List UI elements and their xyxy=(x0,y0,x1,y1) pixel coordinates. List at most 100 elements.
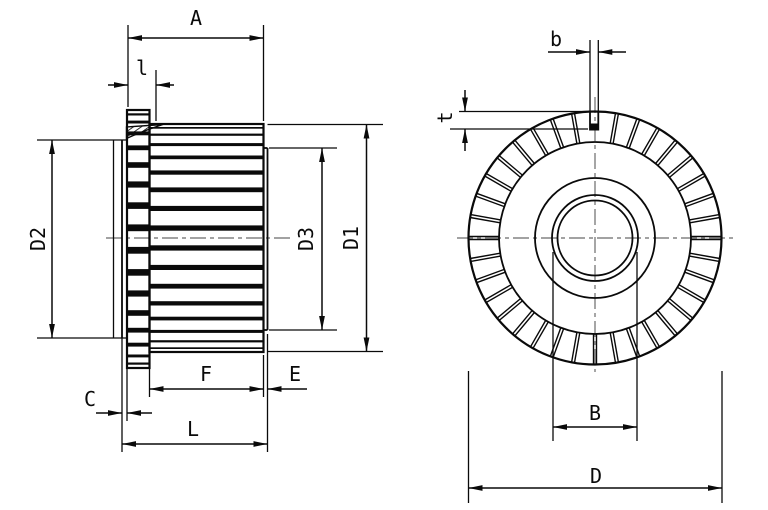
arrowhead xyxy=(127,410,141,416)
slot-line xyxy=(655,139,676,164)
riser-bar xyxy=(127,354,149,358)
arrowhead xyxy=(253,441,268,447)
slot-bottom-marker xyxy=(589,123,599,131)
riser-bar xyxy=(127,113,149,116)
slot-line xyxy=(667,154,692,176)
slot-line xyxy=(476,271,506,284)
segment-body-slots xyxy=(150,127,263,349)
arrowhead xyxy=(49,324,55,338)
segment-slot-bar xyxy=(150,329,263,333)
arrowhead xyxy=(267,386,282,392)
segment-slot-bar xyxy=(150,170,263,175)
dim-label-A: A xyxy=(190,6,202,30)
slot-line xyxy=(511,141,533,166)
slot-line xyxy=(570,332,578,363)
front-view: b t B D xyxy=(433,27,737,503)
slot-line xyxy=(643,128,661,156)
slot-line xyxy=(657,141,679,166)
slot-line xyxy=(529,320,547,348)
slot-line xyxy=(677,286,705,304)
riser-bar xyxy=(127,145,149,151)
outer-diameter-circle xyxy=(467,110,723,366)
arrowhead xyxy=(319,316,325,330)
slot-line xyxy=(470,216,501,224)
segment-slots xyxy=(468,113,722,365)
slot-line xyxy=(529,128,547,156)
slot-line xyxy=(684,192,714,205)
slot-line xyxy=(685,195,715,208)
slot-line xyxy=(669,157,694,178)
slot-line xyxy=(476,192,506,205)
slot-line xyxy=(552,328,565,358)
arrowhead xyxy=(49,140,55,154)
slot-line xyxy=(573,332,581,363)
front-dimensions xyxy=(450,40,723,503)
slot-line xyxy=(689,213,720,221)
hub xyxy=(112,140,123,338)
dim-label-F: F xyxy=(200,362,212,386)
slot-line xyxy=(470,213,501,221)
slot-line xyxy=(609,113,617,144)
arrowhead xyxy=(468,485,483,491)
segment-slot-bar xyxy=(150,205,263,211)
dim-label-D3: D3 xyxy=(294,227,318,251)
riser-bar xyxy=(127,162,149,168)
riser-bar xyxy=(127,362,149,365)
slot-line xyxy=(684,271,714,284)
dim-label-D: D xyxy=(590,464,602,488)
dim-label-D2: D2 xyxy=(26,227,50,251)
slot-line xyxy=(625,118,638,148)
slot-line xyxy=(498,300,523,322)
slot-line xyxy=(689,216,720,224)
riser-bar xyxy=(127,202,149,209)
segment-slot-bar xyxy=(150,187,263,193)
segment-slot-bar xyxy=(150,155,263,160)
arrowhead xyxy=(249,386,264,392)
slot-line xyxy=(511,310,533,335)
arrowhead xyxy=(156,82,170,88)
slot-line xyxy=(470,252,501,260)
slot-line xyxy=(573,113,581,144)
arrowhead xyxy=(128,35,142,41)
arrowhead xyxy=(149,386,164,392)
segment-slot-bar xyxy=(150,143,263,147)
dimension-arrowheads xyxy=(49,35,722,491)
arrowhead xyxy=(553,424,567,430)
segment-slot-bar xyxy=(150,245,263,251)
slot-line xyxy=(485,286,513,304)
segment-slot-bar xyxy=(150,301,263,306)
dim-label-E: E xyxy=(289,362,301,386)
arrowhead xyxy=(122,441,136,447)
slot-line xyxy=(641,321,658,349)
slot-line xyxy=(655,312,676,337)
arrowhead xyxy=(598,49,613,55)
arrowhead xyxy=(114,82,128,88)
bore-circle xyxy=(556,199,634,277)
slot-line xyxy=(643,320,661,348)
side-view: A l D2 D3 D1 C F E L xyxy=(26,6,383,452)
arrowhead xyxy=(363,337,370,352)
bore-chamfer-circle xyxy=(551,194,639,282)
segment-slot-bar xyxy=(150,225,263,231)
riser-bar xyxy=(127,327,149,333)
dim-label-b: b xyxy=(550,27,562,51)
riser-bar xyxy=(127,120,149,124)
segment-slot-bar xyxy=(150,264,263,270)
dim-label-t: t xyxy=(433,111,457,123)
slot-line xyxy=(612,332,620,363)
segment-body-outline xyxy=(148,122,265,354)
slot-line xyxy=(609,332,617,363)
slot-line xyxy=(514,312,535,337)
slot-line xyxy=(678,175,706,192)
riser-bar xyxy=(127,342,149,347)
slot-line xyxy=(669,298,694,319)
slot-line xyxy=(625,328,638,358)
dim-label-D1: D1 xyxy=(339,226,363,250)
arrowhead xyxy=(576,49,590,55)
segment-slot-bar xyxy=(150,316,263,321)
slot-line xyxy=(628,119,641,149)
arrowhead xyxy=(249,35,264,41)
arrowhead xyxy=(108,410,122,416)
slot-line xyxy=(657,310,679,335)
dim-label-l: l xyxy=(136,56,148,80)
